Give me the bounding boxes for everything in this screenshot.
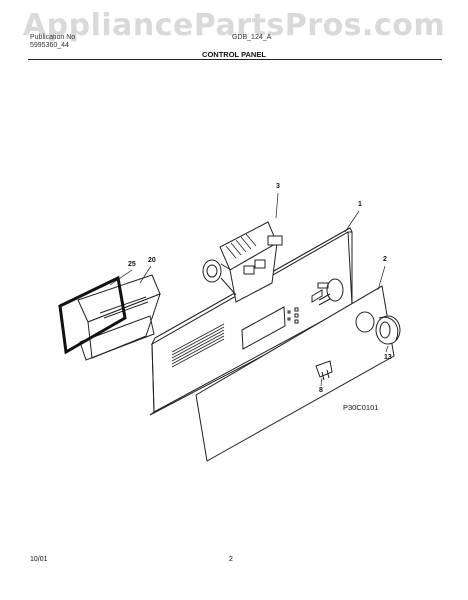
callout-20: 20 [148,257,156,264]
latch-handle [77,274,161,361]
dial-indicator [317,282,329,289]
callout-8: 8 [319,387,323,394]
watermark-text: AppliancePartsPros.com [22,8,446,43]
push-button [315,360,333,381]
vent-grille [171,323,225,368]
header-publication-no: 5995360_44 [30,42,69,49]
overlay-dial-hole [355,311,375,333]
title-divider [28,59,442,60]
header-brand: Publication No [30,34,76,41]
footer-page-number: 2 [229,556,233,563]
callout-1: 1 [358,201,362,208]
dial-opening [326,278,344,302]
option-label [311,289,323,303]
callout-25: 25 [128,261,136,268]
selector-knob [375,315,401,345]
callout-2: 2 [383,256,387,263]
display-window [241,306,286,350]
page-title: CONTROL PANEL [202,50,266,59]
footer-date: 10/01 [30,556,48,563]
leader-lines [109,192,389,387]
figure-code: P30C0101 [343,403,379,412]
door-gasket [58,275,127,355]
header-model: GDB_124_A [232,34,272,41]
indicator-lights [287,307,299,324]
overlay-nameplate [195,285,395,462]
callout-3: 3 [276,183,280,190]
control-module [202,221,283,303]
callout-13: 13 [384,354,392,361]
